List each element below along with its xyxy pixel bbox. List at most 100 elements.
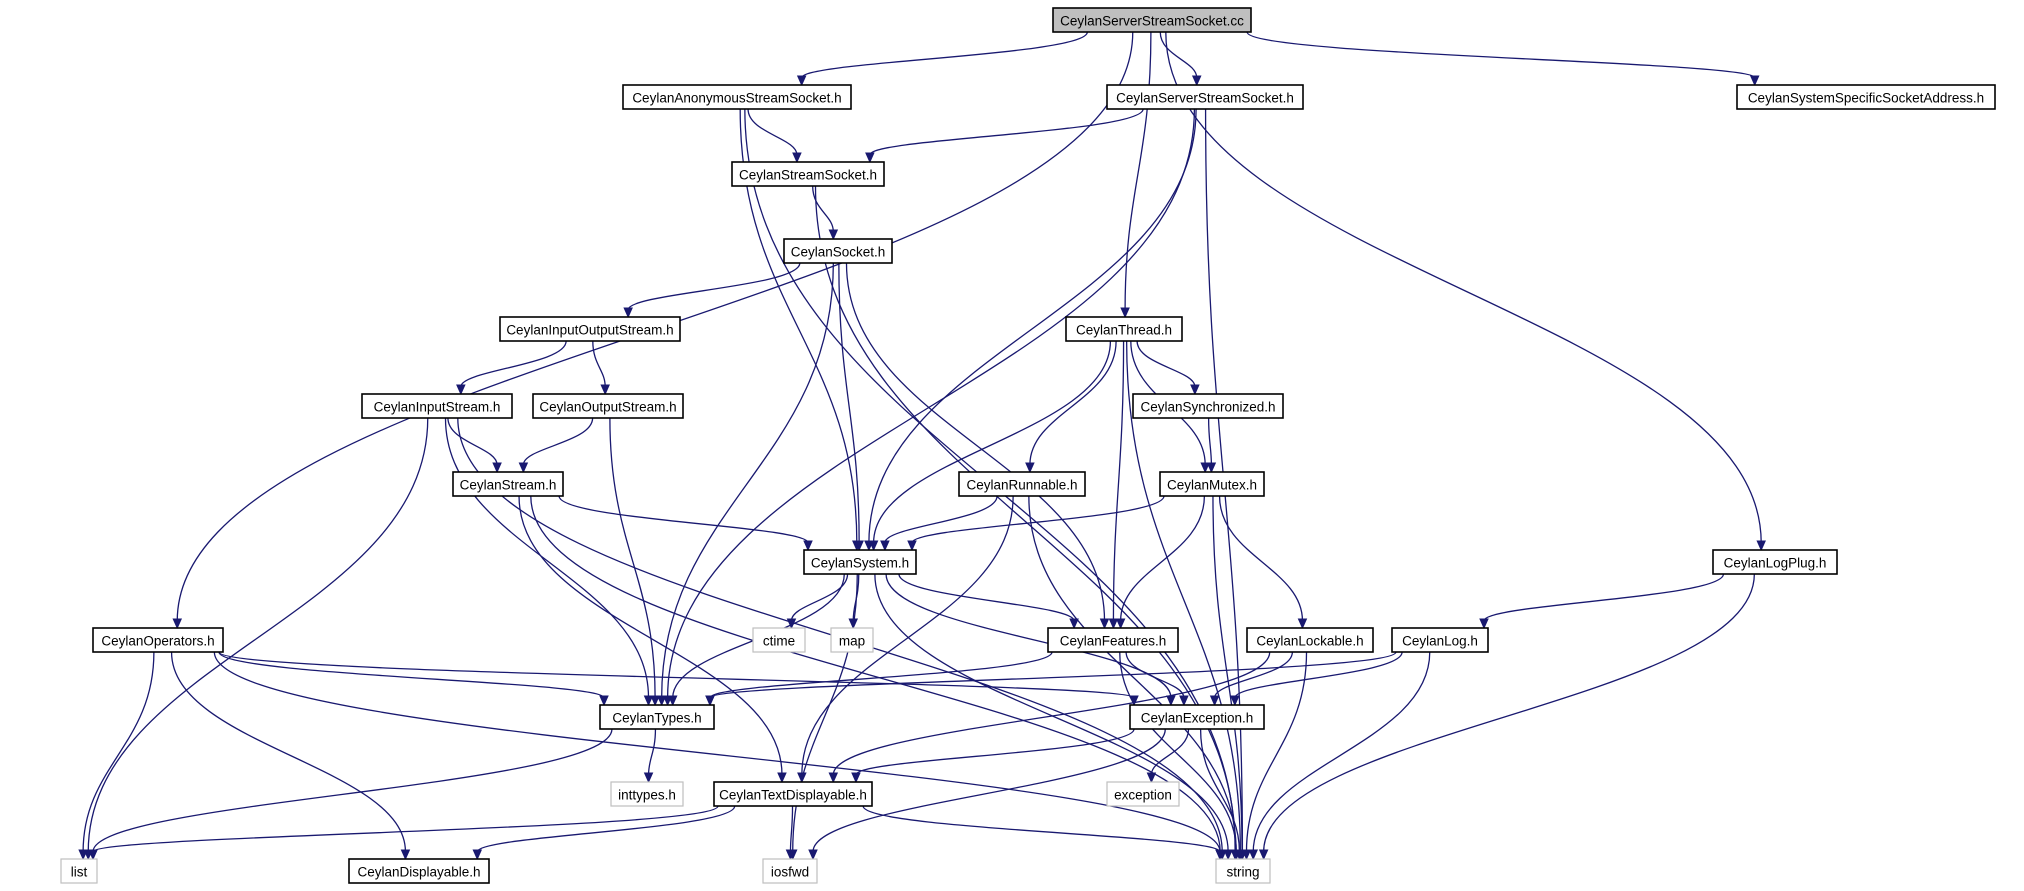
node-inttypes: inttypes.h: [610, 781, 684, 807]
edge-outstream-to-types: [609, 417, 660, 707]
edge-arrowhead: [785, 849, 796, 861]
edge-log-to-types: [705, 651, 1397, 707]
node-label: CeylanLogPlug.h: [1724, 556, 1827, 571]
nodes-layer: CeylanServerStreamSocket.ccCeylanAnonymo…: [60, 7, 1996, 884]
edge-line: [911, 495, 1165, 544]
node-sync[interactable]: CeylanSynchronized.h: [1132, 393, 1284, 419]
edge-arrowhead: [1756, 540, 1766, 552]
node-label: CeylanInputOutputStream.h: [506, 323, 673, 338]
edge-line: [522, 417, 594, 465]
node-sss[interactable]: CeylanServerStreamSocket.h: [1106, 84, 1304, 110]
edge-line: [476, 805, 736, 853]
edge-system-to-iosfwd: [787, 573, 858, 861]
node-exception[interactable]: CeylanException.h: [1129, 704, 1265, 730]
node-label: CeylanTextDisplayable.h: [719, 788, 867, 803]
edge-line: [1207, 417, 1213, 465]
edge-exception-to-stdexception: [1146, 728, 1190, 784]
node-box: [1712, 549, 1838, 575]
edge-line: [92, 728, 613, 852]
edge-line: [82, 651, 155, 852]
node-label: CeylanDisplayable.h: [357, 865, 480, 880]
edge-arrowhead: [1241, 849, 1252, 861]
edge-operators-to-exception: [218, 651, 1139, 707]
edge-mutex-to-lockable: [1218, 495, 1308, 630]
edge-line: [872, 340, 1112, 543]
node-runnable[interactable]: CeylanRunnable.h: [958, 471, 1086, 497]
node-instream[interactable]: CeylanInputStream.h: [361, 393, 513, 419]
node-ctime: ctime: [752, 627, 806, 653]
node-label: CeylanThread.h: [1076, 323, 1172, 338]
edge-arrowhead: [600, 384, 610, 396]
edge-arrowhead: [518, 462, 529, 474]
node-anon[interactable]: CeylanAnonymousStreamSocket.h: [622, 84, 852, 110]
node-box: [610, 781, 684, 807]
edge-line: [1199, 728, 1241, 852]
node-box: [348, 858, 490, 884]
node-outstream[interactable]: CeylanOutputStream.h: [532, 393, 684, 419]
node-label: CeylanStream.h: [460, 478, 557, 493]
node-label: CeylanLog.h: [1402, 634, 1478, 649]
edge-arrowhead: [777, 772, 787, 784]
node-lockable[interactable]: CeylanLockable.h: [1246, 627, 1374, 653]
edge-line: [218, 651, 1135, 699]
edge-arrowhead: [854, 540, 864, 552]
edge-line: [709, 651, 1053, 699]
edge-line: [647, 728, 657, 775]
node-textdisp[interactable]: CeylanTextDisplayable.h: [713, 781, 873, 807]
edge-arrowhead: [865, 152, 875, 164]
edge-exception-to-string: [1199, 728, 1245, 861]
node-mutex[interactable]: CeylanMutex.h: [1159, 471, 1265, 497]
edge-arrowhead: [472, 849, 483, 861]
edge-system-to-features: [898, 573, 1079, 630]
node-label: CeylanMutex.h: [1167, 478, 1257, 493]
edge-exception-to-textdisp: [851, 728, 1135, 784]
node-box: [1129, 704, 1265, 730]
node-stream[interactable]: CeylanStream.h: [452, 471, 564, 497]
node-log[interactable]: CeylanLog.h: [1391, 627, 1489, 653]
edge-line: [832, 651, 1271, 775]
edge-types-to-inttypes: [643, 728, 657, 784]
node-label: CeylanSystemSpecificSocketAddress.h: [1748, 91, 1984, 106]
edge-mutex-to-system: [907, 495, 1165, 552]
node-sysaddr[interactable]: CeylanSystemSpecificSocketAddress.h: [1736, 84, 1996, 110]
edge-arrowhead: [1749, 75, 1760, 87]
node-system[interactable]: CeylanSystem.h: [803, 549, 917, 575]
edge-line: [1212, 495, 1243, 852]
edge-line: [460, 340, 567, 388]
node-thread[interactable]: CeylanThread.h: [1065, 316, 1183, 342]
node-streamsock[interactable]: CeylanStreamSocket.h: [731, 161, 885, 187]
node-box: [532, 393, 684, 419]
edge-outstream-to-stream: [518, 417, 594, 474]
node-label: CeylanSynchronized.h: [1140, 400, 1275, 415]
node-label: CeylanLockable.h: [1256, 634, 1363, 649]
node-logplug[interactable]: CeylanLogPlug.h: [1712, 549, 1838, 575]
edge-logplug-to-log: [1479, 573, 1725, 630]
edge-arrowhead: [1120, 307, 1130, 319]
node-root[interactable]: CeylanServerStreamSocket.cc: [1052, 7, 1252, 33]
edge-line: [1029, 340, 1117, 465]
node-label: CeylanOperators.h: [101, 634, 214, 649]
edge-textdisp-to-list: [88, 805, 719, 861]
node-features[interactable]: CeylanFeatures.h: [1047, 627, 1179, 653]
node-box: [752, 627, 806, 653]
edge-arrowhead: [851, 772, 861, 784]
edge-arrowhead: [623, 307, 633, 319]
node-types[interactable]: CeylanTypes.h: [599, 704, 715, 730]
edge-line: [1245, 651, 1308, 852]
node-box: [499, 316, 681, 342]
edge-logplug-to-string: [1258, 573, 1755, 861]
node-box: [1052, 7, 1252, 33]
node-operators[interactable]: CeylanOperators.h: [92, 627, 224, 653]
edge-sss-to-streamsock: [865, 108, 1144, 164]
node-box: [1106, 781, 1180, 807]
edge-line: [1136, 340, 1196, 387]
node-iosfwd: iosfwd: [762, 858, 818, 884]
edge-arrowhead: [1025, 462, 1035, 474]
node-label: list: [71, 865, 88, 880]
node-socket[interactable]: CeylanSocket.h: [783, 238, 893, 264]
node-label: CeylanSocket.h: [791, 245, 886, 260]
edge-arrowhead: [599, 695, 609, 707]
node-ios[interactable]: CeylanInputOutputStream.h: [499, 316, 681, 342]
node-displayable[interactable]: CeylanDisplayable.h: [348, 858, 490, 884]
edge-arrowhead: [1230, 695, 1240, 707]
